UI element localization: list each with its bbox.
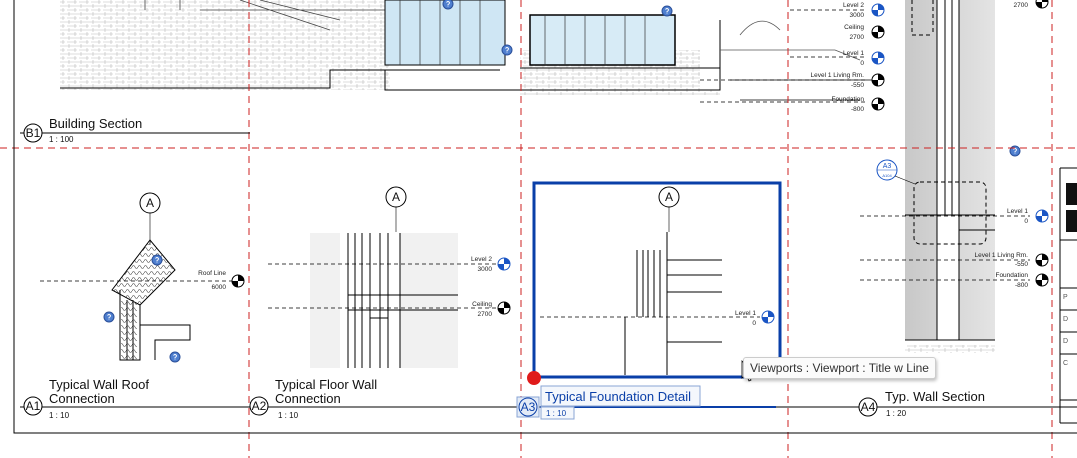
svg-text:1 : 20: 1 : 20 (886, 409, 907, 418)
level-marker-icon (231, 274, 245, 288)
svg-text:-800: -800 (851, 106, 864, 113)
svg-text:Connection: Connection (49, 391, 115, 406)
svg-text:Level 2: Level 2 (843, 2, 864, 9)
svg-text:1 : 10: 1 : 10 (278, 411, 299, 420)
help-icon (442, 0, 454, 10)
svg-text:Building Section: Building Section (49, 116, 142, 131)
svg-text:Level 1 Living Rm.: Level 1 Living Rm. (811, 72, 865, 79)
svg-text:Typical Foundation Detail: Typical Foundation Detail (545, 389, 691, 404)
svg-text:B1: B1 (26, 126, 41, 140)
svg-text:3000: 3000 (478, 266, 493, 273)
svg-text:A2: A2 (252, 399, 267, 413)
building-section-levels: Level 2 3000 Ceiling 2700 Level 1 0 Level 1… (700, 0, 1049, 113)
viewport-title-a3[interactable]: A3 Typical Foundation Detail 1 : 10 (516, 385, 776, 420)
svg-text:D: D (1063, 316, 1068, 323)
callout-tag[interactable]: A3 A104 (876, 159, 916, 185)
help-icon (661, 5, 673, 17)
svg-text:-550: -550 (851, 82, 864, 89)
svg-text:1 : 100: 1 : 100 (49, 135, 74, 144)
svg-text:Level 1: Level 1 (843, 50, 864, 57)
svg-text:1 : 10: 1 : 10 (49, 411, 70, 420)
svg-text:A3: A3 (521, 400, 536, 414)
svg-text:Typical Floor Wall: Typical Floor Wall (275, 377, 377, 392)
level-marker-icon (1035, 253, 1049, 267)
svg-text:Typical Wall Roof: Typical Wall Roof (49, 377, 149, 392)
level-marker-icon (1035, 0, 1049, 9)
viewport-title-a4[interactable]: A4 Typ. Wall Section 1 : 20 (858, 389, 985, 418)
help-icon (501, 44, 513, 56)
svg-text:A1: A1 (26, 399, 41, 413)
svg-text:Ceiling: Ceiling (844, 24, 864, 31)
level-marker-icon (871, 73, 885, 87)
svg-text:Level 1: Level 1 (735, 310, 756, 317)
svg-text:-550: -550 (1015, 261, 1028, 268)
foundation-detail-drawing[interactable]: A Level 1 0 (527, 181, 782, 385)
svg-text:P: P (1063, 294, 1068, 301)
svg-text:2700: 2700 (478, 311, 493, 318)
svg-text:6000: 6000 (212, 284, 227, 291)
selected-viewport-box[interactable] (532, 181, 782, 379)
svg-text:Level 1: Level 1 (1007, 208, 1028, 215)
svg-text:1 : 10: 1 : 10 (546, 409, 567, 418)
svg-text:Connection: Connection (275, 391, 341, 406)
viewport-title-b1[interactable]: B1 Building Section 1 : 100 (23, 116, 142, 144)
svg-text:Roof Line: Roof Line (198, 270, 226, 277)
viewport-title-a1[interactable]: A1 Typical Wall Roof Connection 1 : 10 (23, 377, 149, 420)
svg-text:-800: -800 (1015, 282, 1028, 289)
svg-text:Foundation: Foundation (995, 272, 1028, 279)
level-marker-icon (871, 51, 885, 65)
svg-text:A: A (146, 196, 154, 210)
level-marker-icon (497, 301, 511, 315)
floor-wall-connection-drawing: A Level 2 3000 Ceiling 2700 (268, 186, 511, 368)
svg-text:2700: 2700 (1014, 2, 1029, 9)
level-marker-icon (1035, 273, 1049, 287)
svg-text:Level 2: Level 2 (471, 256, 492, 263)
level-marker-icon (497, 257, 511, 271)
level-marker-icon (1035, 209, 1049, 223)
level-marker-icon (761, 310, 775, 324)
viewport-grip[interactable] (527, 371, 541, 385)
svg-text:0: 0 (1024, 218, 1028, 225)
svg-text:Ceiling: Ceiling (472, 301, 492, 308)
viewport-title-a2[interactable]: A2 Typical Floor Wall Connection 1 : 10 (249, 377, 377, 420)
svg-text:3000: 3000 (850, 12, 865, 19)
svg-text:0: 0 (860, 60, 864, 67)
svg-text:A4: A4 (861, 400, 876, 414)
building-section-drawing (60, 0, 880, 101)
wall-roof-connection-drawing: A Roof Line 6000 (40, 192, 245, 363)
svg-text:2700: 2700 (850, 34, 865, 41)
svg-text:Level 1 Living Rm.: Level 1 Living Rm. (975, 252, 1029, 259)
help-icon (169, 351, 181, 363)
title-block: P D D C (1059, 167, 1077, 424)
tooltip: Viewports : Viewport : Title w Line (743, 357, 936, 379)
level-marker-icon (871, 97, 885, 111)
svg-text:C: C (1063, 360, 1068, 367)
svg-text:A: A (392, 190, 400, 204)
level-marker-icon (871, 25, 885, 39)
svg-text:Foundation: Foundation (831, 96, 864, 103)
help-icon (103, 311, 115, 323)
help-icon (151, 254, 163, 266)
wall-section-drawing: A3 A104 Level 10 Level 1 Living Rm.-550 … (860, 0, 1049, 353)
svg-text:A3: A3 (883, 163, 892, 170)
svg-text:0: 0 (752, 320, 756, 327)
svg-text:Typ. Wall Section: Typ. Wall Section (885, 389, 985, 404)
svg-text:A: A (665, 190, 673, 204)
svg-text:A104: A104 (882, 173, 892, 178)
level-marker-icon (871, 3, 885, 17)
svg-text:D: D (1063, 338, 1068, 345)
